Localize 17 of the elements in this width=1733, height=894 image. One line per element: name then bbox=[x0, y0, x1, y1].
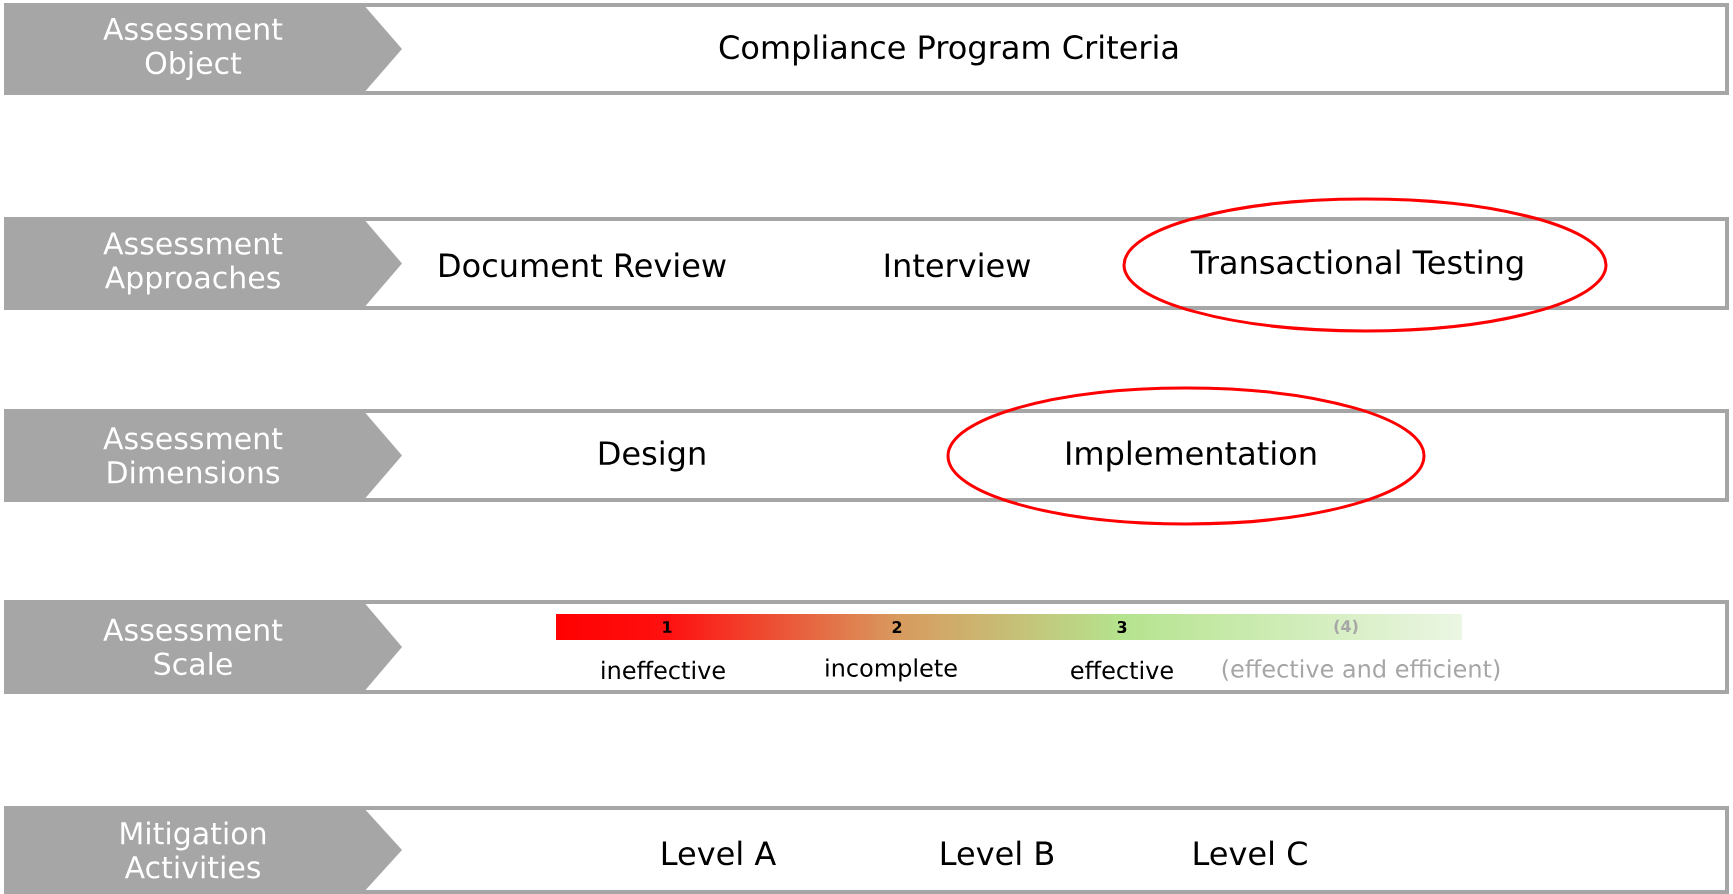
item-text: Interview bbox=[885, 252, 1031, 278]
scale-label: incomplete bbox=[826, 658, 957, 682]
item-text: Transactional Testing bbox=[1190, 249, 1523, 281]
scale-number: 1 bbox=[663, 621, 672, 633]
item-text: Level B bbox=[941, 840, 1053, 866]
item-text: Compliance Program Criteria bbox=[719, 34, 1178, 66]
item-text: Level A bbox=[662, 840, 776, 866]
scale-number: (4) bbox=[1334, 619, 1358, 635]
scale-label: ineffective bbox=[602, 660, 725, 680]
item-text: Level C bbox=[1194, 840, 1307, 866]
scale-label: (effective and efficient) bbox=[1222, 659, 1500, 681]
scale-number: 3 bbox=[1117, 620, 1127, 634]
scale-label: effective bbox=[1071, 660, 1173, 680]
item-text: Document Review bbox=[440, 252, 726, 278]
item-text: Implementation bbox=[1067, 440, 1316, 472]
item-text: Design bbox=[599, 440, 705, 472]
scale-number: 2 bbox=[892, 621, 902, 633]
